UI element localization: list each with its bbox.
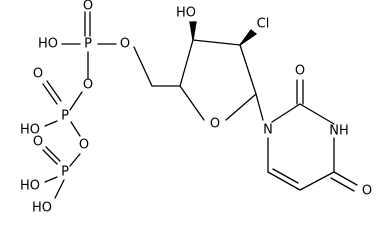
- bond-c3-c2: [192, 39, 241, 46]
- p3-hydroxyl-label: HO: [20, 179, 40, 194]
- bond-o-c4: [179, 85, 205, 121]
- bond-c2-cl-wedge: [239, 29, 258, 46]
- base-c2-oxo-label: O: [295, 64, 305, 79]
- bond-c1-n1: [255, 93, 264, 121]
- p1-oxo-label: O: [83, 0, 93, 14]
- bond-p2-oh: [44, 120, 58, 127]
- bond-p2-o-double-a: [42, 83, 58, 105]
- sugar-hydroxyl-label: HO: [176, 6, 196, 21]
- chemical-structure: HO P O O O O P HO O O P HO HO HO Cl O N …: [20, 0, 372, 216]
- p3-terminal-hydroxyl-label: HO: [32, 201, 52, 216]
- bonds: [42, 11, 358, 199]
- sugar-ring-oxygen-label: O: [210, 117, 220, 132]
- bond-c5-c6-a: [267, 171, 301, 191]
- bond-p3-terminal-oh: [54, 179, 65, 199]
- bond-c5-c6-b: [272, 168, 299, 184]
- bond-c2-c1: [239, 44, 257, 95]
- bond-n1-c2: [271, 103, 301, 123]
- p1-phosphorus-label: P: [84, 37, 92, 52]
- p2-oxo-label: O: [33, 67, 43, 82]
- bond-ester-o-ch2: [133, 46, 153, 87]
- p2-phosphorus-label: P: [61, 109, 69, 124]
- p1-ester-oxygen-label: O: [120, 37, 130, 52]
- bond-p2-o-double-b: [46, 80, 62, 102]
- bond-c4-o-a: [333, 171, 358, 186]
- bond-p3-oh: [44, 176, 58, 183]
- bond-bridge-o-p2: [69, 91, 83, 111]
- bond-bridge-o-p3: [69, 153, 81, 167]
- sugar-chloro-label: Cl: [257, 17, 270, 32]
- p1-hydroxyl-label: HO: [38, 37, 58, 52]
- p3-oxo-label: O: [33, 135, 43, 150]
- base-c4-oxo-label: O: [362, 184, 372, 199]
- atom-labels: HO P O O O O P HO O O P HO HO HO Cl O N …: [20, 0, 372, 216]
- p3-phosphorus-label: P: [61, 165, 69, 180]
- p2-hydroxyl-label: HO: [20, 123, 40, 138]
- base-nh-label: NH: [329, 124, 349, 139]
- bond-c2-n3: [299, 103, 335, 125]
- p2-bridge-oxygen-label: O: [83, 78, 93, 93]
- p3-bridge-oxygen-label: O: [79, 138, 89, 153]
- bond-p3-o-double-b: [45, 146, 61, 162]
- bond-p2-bridge-o: [70, 121, 81, 137]
- base-n1-label: N: [263, 123, 273, 138]
- bond-c4-c3: [179, 39, 194, 87]
- bond-c3-oh-wedge: [189, 21, 197, 41]
- bond-c4-o-b: [330, 177, 355, 192]
- bond-c4-c5: [299, 171, 335, 191]
- bond-c1-o: [225, 93, 257, 121]
- bond-p3-o-double-a: [42, 149, 58, 165]
